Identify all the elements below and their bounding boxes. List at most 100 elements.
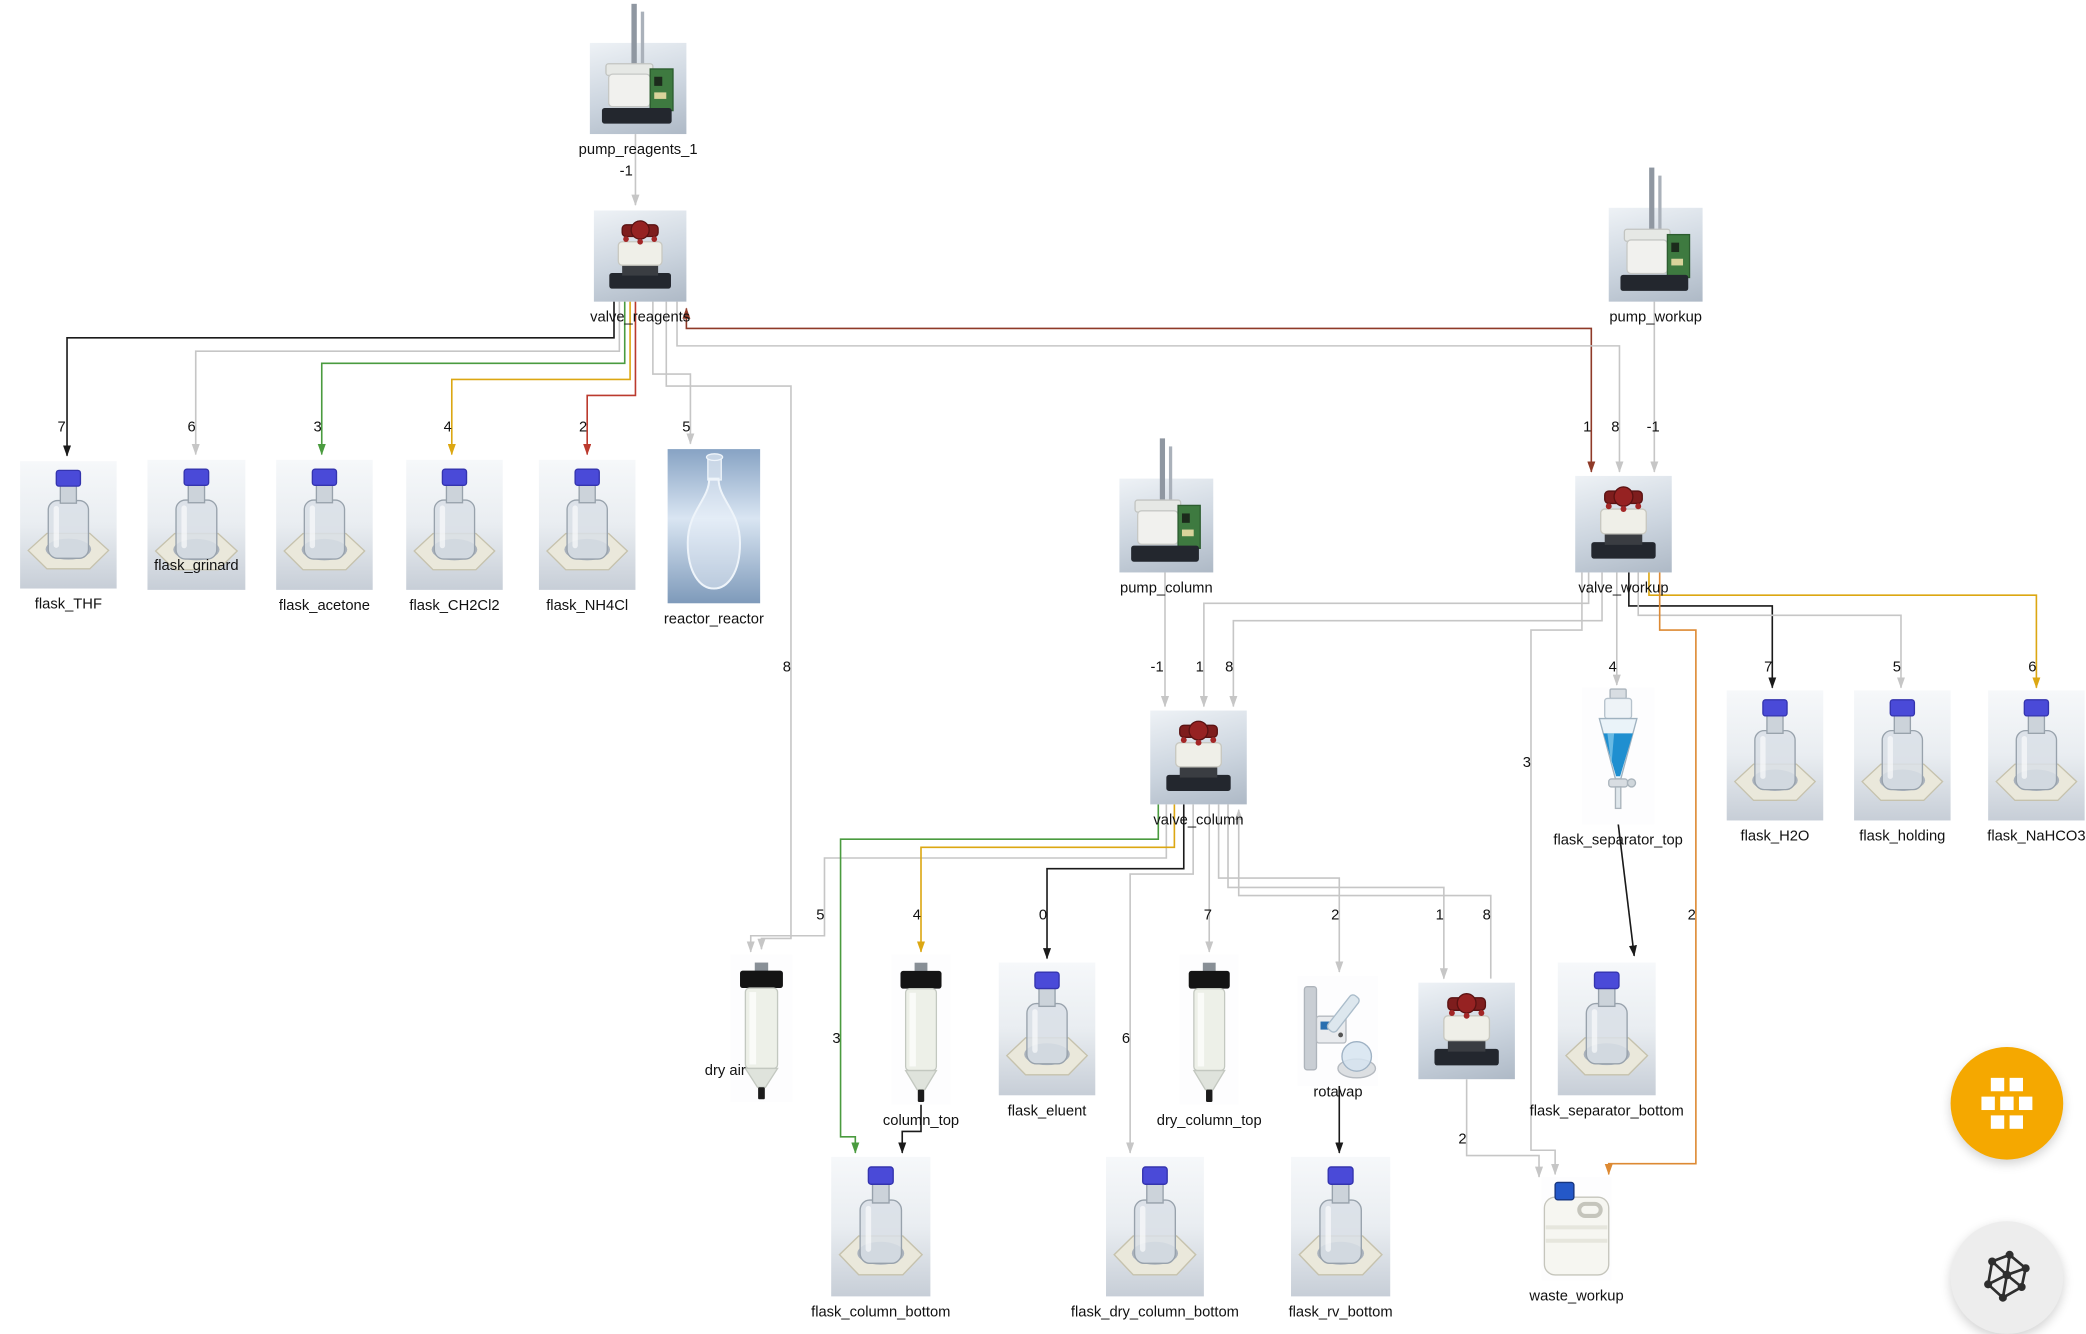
device-pump_workup[interactable] <box>1608 167 1703 302</box>
edge-valve_column-rotavap: 2 <box>1217 804 1344 973</box>
reactor-illustration <box>686 453 742 590</box>
device-pump_column[interactable] <box>1119 438 1214 573</box>
device-label-pump_workup: pump_workup <box>1609 309 1702 326</box>
device-label-flask_grinard: flask_grinard <box>154 557 239 574</box>
valve-illustration <box>1434 993 1499 1066</box>
device-flask_H2O[interactable] <box>1726 690 1824 821</box>
edge-pump_workup-valve_workup: -1 <box>1647 301 1660 473</box>
device-flask_eluent[interactable] <box>998 962 1096 1096</box>
edge-valve_workup-valve_column: 8 <box>1225 572 1603 708</box>
device-label-flask_NH4Cl: flask_NH4Cl <box>546 597 629 615</box>
edge-label: 1 <box>1583 420 1591 436</box>
device-label-rotavap: rotavap <box>1313 1084 1363 1101</box>
edge-label: 2 <box>579 420 587 436</box>
edge-label: 7 <box>1204 908 1212 924</box>
waste-canister-illustration <box>1543 1181 1610 1276</box>
device-flask_NH4Cl[interactable] <box>538 459 636 590</box>
pump-illustration <box>1620 167 1691 291</box>
device-flask_CH2Cl2[interactable] <box>406 459 503 590</box>
edge-label: -1 <box>620 164 633 180</box>
device-flask_separator_top[interactable] <box>1581 687 1655 825</box>
flask-illustration <box>1298 1166 1383 1276</box>
device-label-flask_rv_bottom: flask_rv_bottom <box>1288 1304 1393 1321</box>
edge-valve_reagents-valve_workup: 8 <box>676 301 1624 473</box>
device-dry_column_top[interactable] <box>1179 954 1239 1105</box>
column-illustration <box>1188 962 1230 1102</box>
edge-label: 8 <box>783 660 791 676</box>
separatory-funnel-illustration <box>1598 688 1638 810</box>
flask-illustration <box>1733 699 1817 802</box>
edge-label: 4 <box>913 908 921 924</box>
device-waste_workup[interactable] <box>1541 1177 1612 1281</box>
apps-fab-button[interactable] <box>1950 1047 2064 1160</box>
edge-label: 2 <box>1458 1132 1466 1148</box>
device-label-flask_CH2Cl2: flask_CH2Cl2 <box>409 597 500 615</box>
edge-valve_column-flask_eluent: 0 <box>1039 804 1185 960</box>
flask-illustration <box>413 468 496 571</box>
device-valve_column[interactable] <box>1150 710 1247 805</box>
device-label-flask_separator_top: flask_separator_top <box>1553 832 1683 849</box>
device-label-flask_acetone: flask_acetone <box>278 597 370 615</box>
device-label-dry_air: dry air <box>704 1063 746 1080</box>
device-pump_reagents_1[interactable] <box>589 3 687 135</box>
device-label-flask_separator_bottom: flask_separator_bottom <box>1529 1103 1684 1120</box>
edge-valve_workup-flask_NaHCO3: 6 <box>1648 572 2041 689</box>
edge-valve_workup-waste_workup: 2 <box>1604 572 1697 1176</box>
device-flask_dry_column_bottom[interactable] <box>1106 1156 1204 1297</box>
device-flask_grinard[interactable] <box>147 459 246 590</box>
edge-valve_reagents-flask_grinard: 6 <box>188 301 621 456</box>
edge-label: 5 <box>816 908 824 924</box>
flask-illustration <box>283 468 366 571</box>
device-label-flask_dry_column_bottom: flask_dry_column_bottom <box>1070 1304 1239 1321</box>
device-flask_THF[interactable] <box>20 461 117 589</box>
edge-valve_column-flask_dry_column_bottom: 6 <box>1122 804 1194 1154</box>
edge-label: 4 <box>444 420 452 436</box>
edge-label: 6 <box>2028 660 2036 676</box>
edge-label: 3 <box>314 420 322 436</box>
edge-valve_unnamed-waste_workup: 2 <box>1458 1079 1544 1178</box>
edge-label: 6 <box>188 420 196 436</box>
device-label-valve_column: valve_column <box>1153 812 1244 829</box>
edge-label: 0 <box>1039 908 1047 924</box>
edge-valve_workup-waste_workup: 3 <box>1523 572 1583 1176</box>
valve-illustration <box>1591 486 1656 559</box>
device-column_top[interactable] <box>891 954 951 1105</box>
edge-label: 3 <box>1523 755 1531 771</box>
device-dry_air[interactable] <box>730 954 793 1102</box>
edge-valve_workup-valve_reagents: 1 <box>682 307 1596 473</box>
edge-label: 4 <box>1609 660 1617 676</box>
device-flask_NaHCO3[interactable] <box>1988 690 2085 821</box>
device-valve_workup[interactable] <box>1575 475 1672 573</box>
edge-valve_workup-flask_holding: 5 <box>1637 572 1906 689</box>
flask-illustration <box>1861 699 1944 802</box>
device-valve_unnamed[interactable] <box>1418 982 1515 1080</box>
device-label-flask_eluent: flask_eluent <box>1007 1103 1087 1120</box>
edge-valve_column-dry_air: 5 <box>746 804 1168 953</box>
edge-label: 3 <box>832 1031 840 1047</box>
edge-label: -1 <box>1647 420 1660 436</box>
pump-illustration <box>1131 438 1201 562</box>
edge-valve_reagents-flask_NH4Cl: 2 <box>579 301 637 456</box>
edge-label: 6 <box>1122 1031 1130 1047</box>
device-flask_separator_bottom[interactable] <box>1557 962 1656 1096</box>
edge-valve_column-flask_column_bottom: 3 <box>832 804 1160 1154</box>
ai-fab-button[interactable] <box>1950 1221 2064 1334</box>
device-flask_acetone[interactable] <box>276 459 373 590</box>
device-reactor_reactor[interactable] <box>667 449 761 604</box>
edge-label: 2 <box>1331 908 1339 924</box>
device-valve_reagents[interactable] <box>593 210 687 302</box>
column-illustration <box>900 962 942 1102</box>
device-rotavap[interactable] <box>1297 975 1379 1086</box>
edge-valve_workup-valve_column: 1 <box>1196 572 1590 708</box>
flask-illustration <box>27 469 110 570</box>
device-label-flask_H2O: flask_H2O <box>1740 828 1810 845</box>
device-flask_holding[interactable] <box>1854 690 1951 821</box>
edge-label: 8 <box>1611 420 1619 436</box>
device-flask_rv_bottom[interactable] <box>1291 1156 1391 1297</box>
edge-valve_column-column_top: 4 <box>913 804 1176 953</box>
edge-valve_unnamed-valve_column: 8 <box>1234 808 1492 979</box>
device-flask_column_bottom[interactable] <box>831 1156 931 1297</box>
device-label-column_top: column_top <box>882 1112 960 1129</box>
